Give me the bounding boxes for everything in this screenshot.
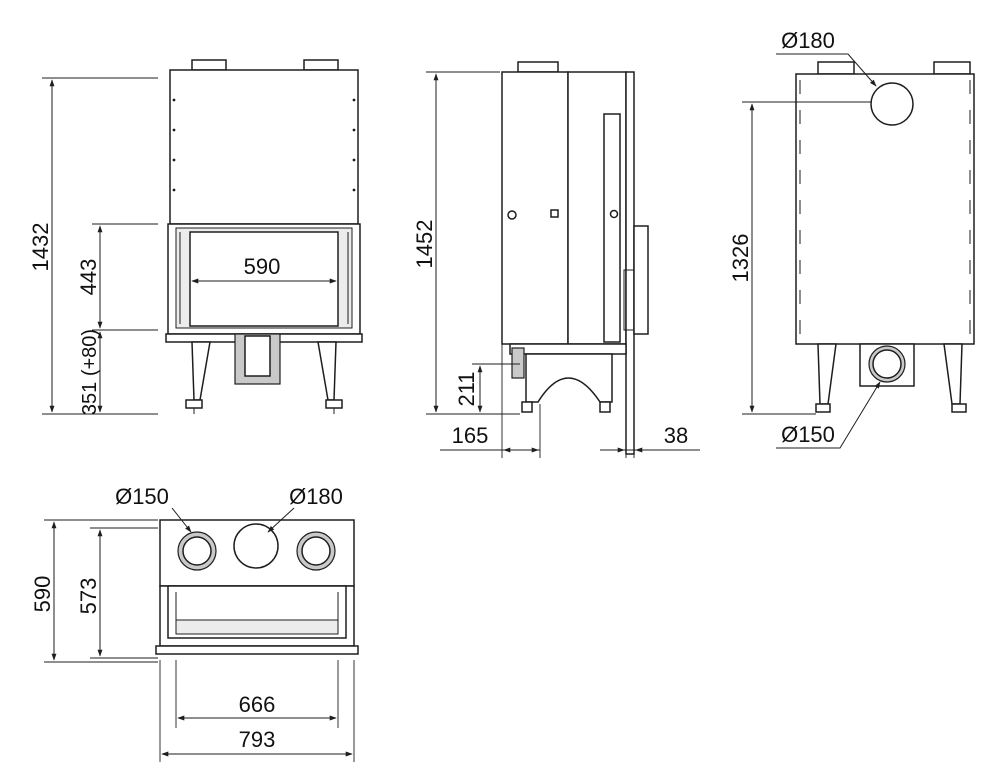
rear-top-collar-right [933,61,971,75]
side-foot-rear [599,401,611,413]
top-inner-width-label: 666 [239,692,276,717]
side-rear-knob [609,209,619,219]
top-outlet-leader [267,507,295,533]
top-inner-depth-label: 573 [76,578,101,615]
rear-outlet-label: Ø180 [781,28,835,53]
front-height-label: 1432 [28,223,53,272]
rear-outlet-leader [776,53,877,87]
side-screw [550,209,559,218]
front-air-intake-inner [244,335,271,377]
front-leg-left [191,341,211,401]
front-view: 1432 443 351 (+80) 590 [28,59,363,415]
side-bracket [633,225,649,335]
front-body-upper [169,69,359,225]
side-body-front [501,71,569,345]
rear-height-label: 1326 [728,234,753,283]
side-view: 1452 211 165 38 [412,61,700,458]
front-foot-left [185,399,203,409]
side-stand-arch [525,353,613,403]
side-offset-label: 165 [452,423,489,448]
top-inlet-leader [171,507,192,533]
top-depth-label: 590 [30,576,55,613]
rear-body-seams [799,80,971,340]
rear-inlet-label: Ø150 [781,422,835,447]
top-hearth [175,619,339,635]
front-top-collar-right [303,59,339,71]
rear-leg-left [817,343,837,405]
top-view: 590 573 Ø150 Ø180 666 793 [30,484,359,762]
rear-inlet-leader [776,381,881,449]
rear-view: 1326 Ø180 Ø150 [728,28,975,449]
side-frame-label: 38 [664,423,688,448]
top-front-frame [155,645,359,655]
front-body-rivets [172,98,356,192]
top-inlet-label: Ø150 [115,484,169,509]
front-top-collar-left [191,59,227,71]
rear-leg-right [943,343,963,405]
front-foot-right [325,399,343,409]
side-base-plate [509,343,627,355]
front-glass-opening [189,231,339,327]
side-height-label: 1452 [412,220,437,269]
top-outer-width-label: 793 [239,727,276,752]
side-frame-bar [625,71,635,455]
rear-foot-left [815,403,831,413]
side-top-collar [517,61,559,73]
top-outlet [233,523,279,569]
side-foot-label: 211 [454,371,479,406]
side-foot-front [521,401,533,413]
side-knob [507,210,517,220]
front-glass-height-label: 443 [76,259,101,296]
front-opening-width-label: 590 [244,254,281,279]
side-body-rear-panel [603,113,621,343]
rear-outlet-circle [870,82,914,126]
side-air-intake [511,347,525,379]
rear-foot-right [951,403,967,413]
top-outlet-label: Ø180 [289,484,343,509]
front-leg-right [317,341,337,401]
front-base-height-label: 351 (+80) [79,329,101,415]
rear-top-collar-left [817,61,855,75]
